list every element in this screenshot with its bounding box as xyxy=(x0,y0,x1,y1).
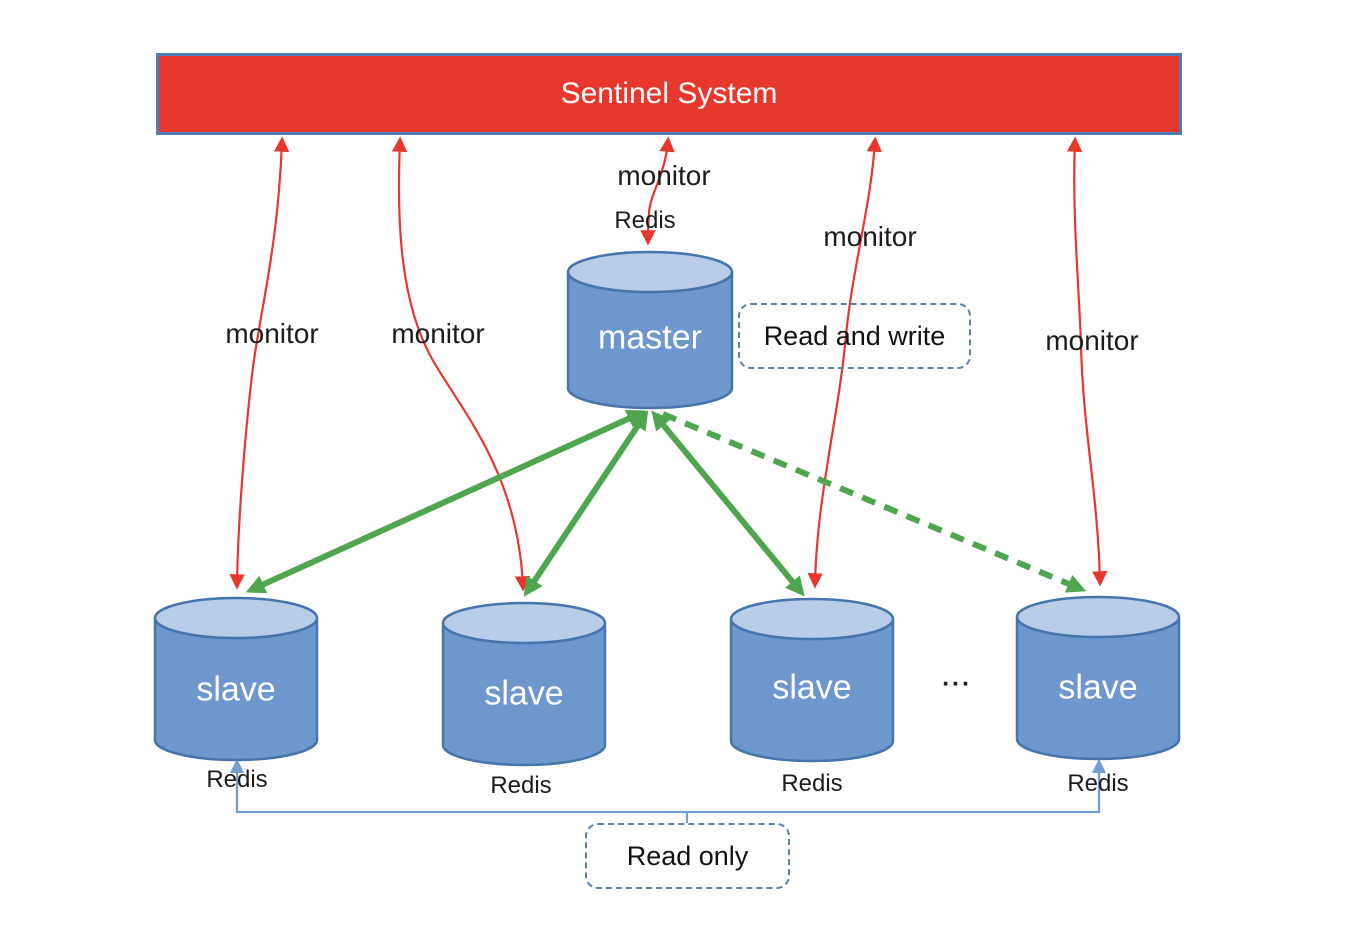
monitor-arrow-slave4 xyxy=(1066,136,1108,587)
slave2-redis-caption: Redis xyxy=(490,772,552,799)
more-slaves-ellipsis: ... xyxy=(942,663,972,692)
slave3-cylinder-top xyxy=(729,597,895,641)
monitor-arrow-slave3 xyxy=(807,136,883,589)
slave2-node-label: slave xyxy=(484,674,564,713)
read-and-write-label: Read and write xyxy=(763,320,946,351)
slave2-cylinder-top xyxy=(441,601,607,645)
master-redis-caption: Redis xyxy=(614,207,676,234)
read-only-line xyxy=(229,758,1107,814)
slave1-cylinder xyxy=(153,596,319,762)
slave4-cylinder-top xyxy=(1015,595,1181,639)
monitor-label-3: monitor xyxy=(617,160,711,191)
slave1-node-label: slave xyxy=(196,670,276,709)
slave3-redis-caption: Redis xyxy=(781,770,843,797)
read-only-callout: Read only xyxy=(585,823,790,889)
read-and-write-callout: Read and write xyxy=(738,303,971,369)
monitor-label-2: monitor xyxy=(391,318,485,349)
master-cylinder xyxy=(566,250,734,410)
slave4-node-label: slave xyxy=(1058,668,1138,707)
master-node-label: master xyxy=(598,318,702,357)
slave1-redis-caption: Redis xyxy=(206,766,268,793)
slave3-cylinder xyxy=(729,597,895,763)
master-cylinder-top xyxy=(566,250,734,294)
slave4-redis-caption: Redis xyxy=(1067,770,1129,797)
replication-arrow-slave1 xyxy=(245,409,647,594)
monitor-arrow-slave2 xyxy=(391,136,531,592)
replication-arrow-slave4-dashed xyxy=(661,411,1087,593)
sentinel-system-title: Sentinel System xyxy=(560,77,778,110)
slave1-cylinder-top xyxy=(153,596,319,640)
slave3-node-label: slave xyxy=(772,668,852,707)
monitor-label-1: monitor xyxy=(225,318,319,349)
replication-arrow-slave2 xyxy=(523,410,649,597)
read-only-label: Read only xyxy=(626,840,749,871)
monitor-label-4: monitor xyxy=(823,221,917,252)
slave4-cylinder xyxy=(1015,595,1181,761)
monitor-label-5: monitor xyxy=(1045,325,1139,356)
replication-arrow-slave3 xyxy=(651,410,805,597)
monitor-arrow-slave1 xyxy=(229,136,290,590)
slave2-cylinder xyxy=(441,601,607,767)
monitor-arrow-master xyxy=(640,136,675,246)
sentinel-system-banner: Sentinel System xyxy=(156,53,1182,135)
